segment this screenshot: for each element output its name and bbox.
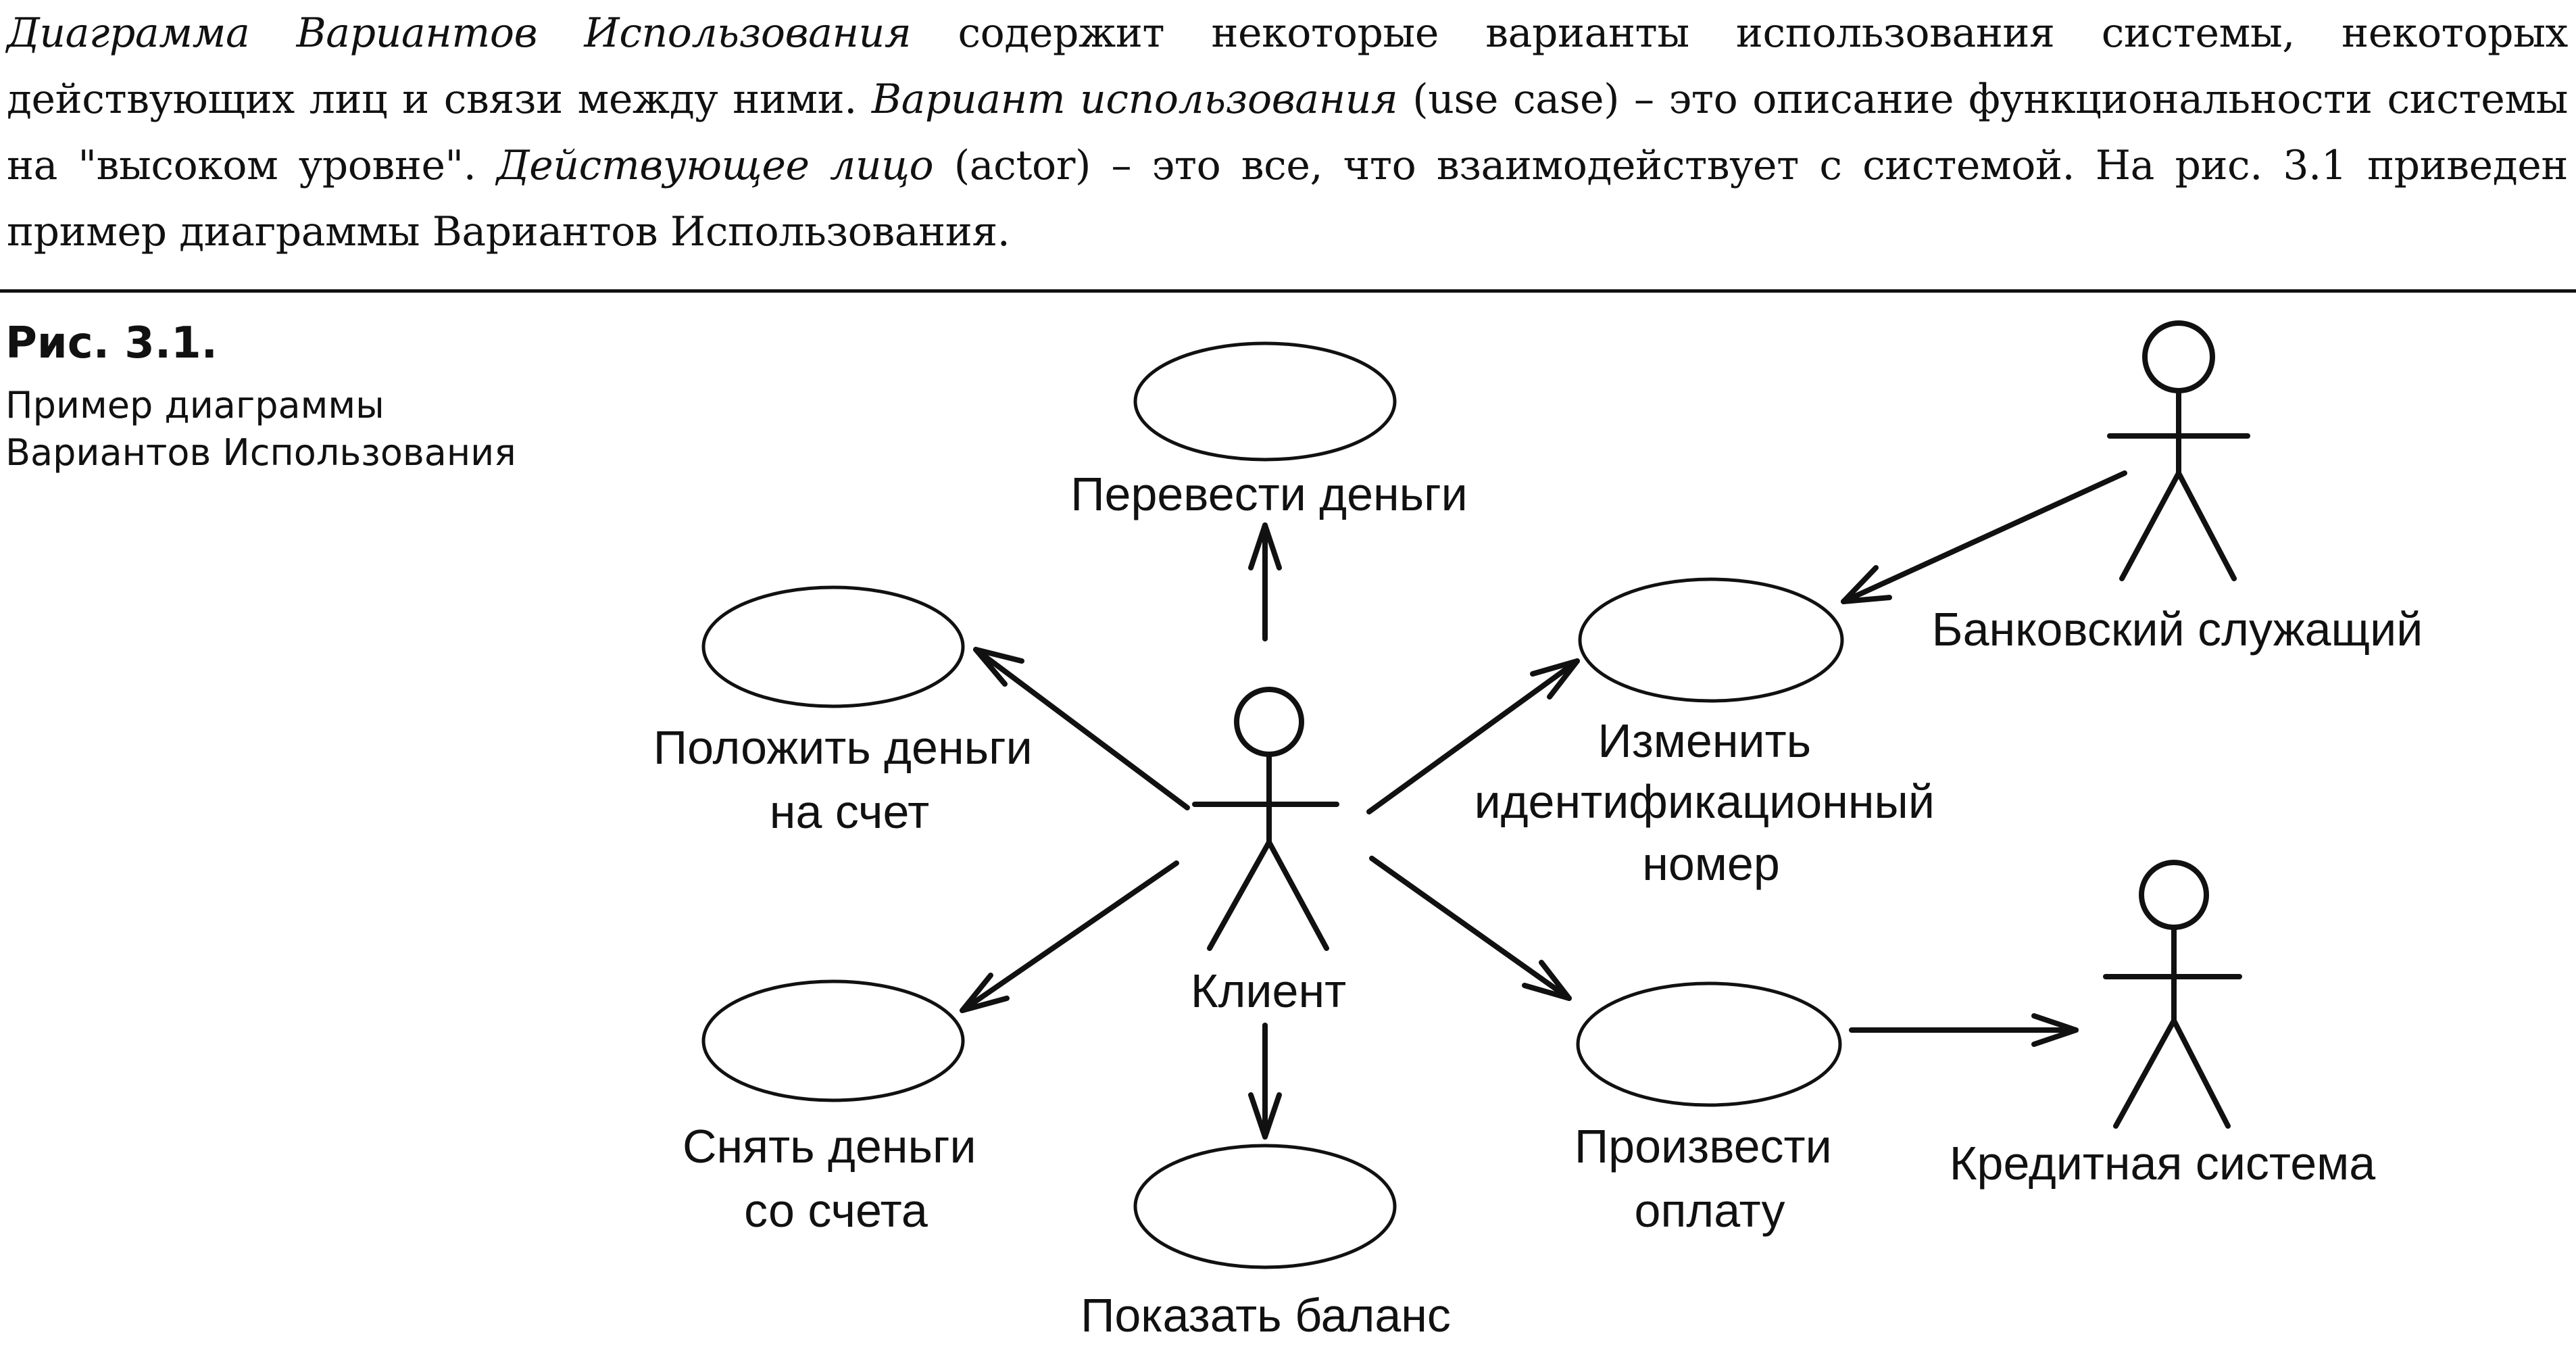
- use-case-change-pin-line-2: идентификационный: [1475, 775, 1935, 828]
- intro-sentence-2: (use case) – это описание функциональнос…: [7, 76, 2568, 189]
- use-case-deposit-label: Положить деньги на счет: [653, 721, 1045, 838]
- figure-caption: Пример диаграммы Вариантов Использования: [5, 384, 516, 474]
- arrow-client-to-balance: [1248, 1023, 1282, 1140]
- use-case-withdraw-line-1: Снять деньги: [683, 1120, 976, 1173]
- use-case-deposit-line-2: на счет: [770, 785, 929, 838]
- actor-credit-system-figure: [2103, 860, 2242, 1129]
- intro-sentence-1: содержит некоторые варианты использовани…: [7, 9, 2568, 123]
- arrow-client-to-withdraw: [960, 860, 1179, 1013]
- intro-paragraph: Диаграмма Вариантов Использования содерж…: [7, 0, 2568, 265]
- arrow-client-to-deposit: [973, 647, 1190, 810]
- use-case-pay-line-2: оплату: [1635, 1184, 1785, 1237]
- actor-bank-employee-figure: [2107, 320, 2250, 581]
- term-diagram: Диаграмма Вариантов Использования: [7, 9, 912, 57]
- use-case-transfer-label: Перевести деньги: [1070, 468, 1468, 520]
- use-case-pay-label: Произвести оплату: [1575, 1120, 1845, 1237]
- section-divider: [0, 289, 2576, 293]
- figure-number: Рис. 3.1.: [5, 318, 218, 368]
- use-case-pay-line-1: Произвести: [1575, 1120, 1832, 1173]
- arrow-client-to-change-pin: [1366, 658, 1580, 814]
- use-case-transfer-ellipse: [1133, 341, 1397, 462]
- arrow-bank-employee-to-change-pin: [1841, 470, 2127, 604]
- use-case-withdraw-line-2: со счета: [744, 1184, 928, 1237]
- term-use-case: Вариант использования: [871, 76, 1398, 123]
- use-case-change-pin-ellipse: [1578, 577, 1844, 703]
- use-case-balance-label: Показать баланс: [1081, 1289, 1451, 1342]
- actor-client-figure: [1192, 687, 1339, 951]
- use-case-change-pin-label: Изменить идентификационный номер: [1475, 714, 1948, 890]
- actor-bank-employee-label: Банковский служащий: [1932, 603, 2423, 656]
- use-case-balance-ellipse: [1133, 1144, 1397, 1269]
- actor-credit-system-label: Кредитная система: [1950, 1137, 2375, 1190]
- term-actor: Действующее лицо: [496, 142, 934, 189]
- use-case-change-pin-line-1: Изменить: [1597, 714, 1811, 767]
- use-case-change-pin-line-3: номер: [1642, 837, 1780, 890]
- arrow-client-to-pay: [1369, 856, 1572, 1001]
- arrow-pay-to-credit-system: [1849, 1013, 2079, 1047]
- arrow-client-to-transfer: [1248, 522, 1282, 641]
- actor-client-label: Клиент: [1191, 964, 1346, 1017]
- use-case-withdraw-label: Снять деньги со счета: [683, 1120, 989, 1237]
- use-case-deposit-ellipse: [701, 585, 965, 708]
- use-case-deposit-line-1: Положить деньги: [653, 721, 1033, 774]
- intro-sentence-3: (actor) – это все, что взаимодействует с…: [7, 142, 2569, 255]
- use-case-pay-ellipse: [1576, 981, 1842, 1107]
- use-case-withdraw-ellipse: [701, 979, 965, 1102]
